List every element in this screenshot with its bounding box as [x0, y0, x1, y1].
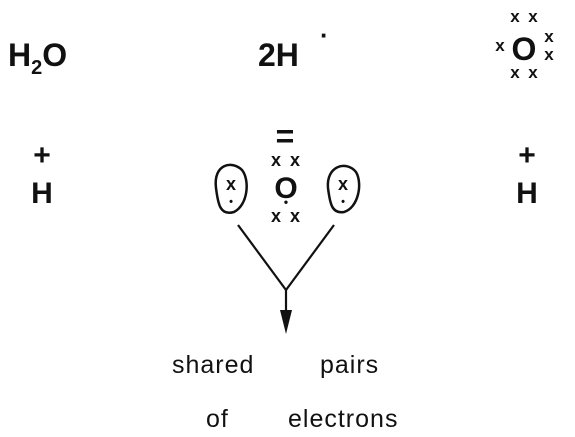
water-formula: H2O [8, 37, 67, 79]
hydrogen-radical-dot: · [320, 20, 329, 50]
caption-word: pairs [320, 351, 379, 379]
left-shared-pair: x • [214, 163, 248, 215]
electron-mark: x [528, 63, 538, 82]
electron-mark: x [544, 45, 554, 64]
hydrogen-term: 2H [258, 37, 299, 73]
caption-word: shared [172, 351, 254, 379]
right-hydrogen-ion: H [516, 177, 538, 210]
electron-mark: x [510, 63, 520, 82]
double-charge-sign: = [276, 118, 295, 154]
electron-dot: • [229, 196, 233, 208]
central-oxygen: O [274, 172, 297, 205]
electron-dot: • [341, 196, 345, 208]
electron-mark: x [290, 206, 300, 226]
left-plus-sign: + [33, 139, 51, 172]
left-hydrogen-ion: H [31, 177, 53, 210]
electron-mark: x [510, 7, 520, 26]
left-pointer-line [237, 224, 287, 291]
electron-mark: x [338, 174, 348, 194]
electron-mark: x [226, 174, 236, 194]
right-pointer-line [285, 224, 335, 291]
caption-word: electrons [288, 405, 398, 433]
arrow-head [280, 310, 292, 334]
electron-mark: x [544, 27, 554, 46]
shared-pair-ring [214, 163, 248, 215]
caption-word: of [206, 405, 229, 433]
right-plus-sign: + [518, 139, 536, 172]
electron-mark: x [528, 7, 538, 26]
electron-mark: x [271, 150, 281, 170]
right-shared-pair: x • [326, 164, 361, 214]
oxygen-atom-with-electrons: x x O x x x x x [495, 7, 554, 82]
electron-mark: x [290, 150, 300, 170]
shared-pair-ring [326, 164, 361, 214]
electron-mark: x [271, 206, 281, 226]
electron-mark: x [495, 36, 505, 55]
oxygen-symbol: O [512, 31, 537, 67]
electron-dot: • [284, 195, 288, 209]
